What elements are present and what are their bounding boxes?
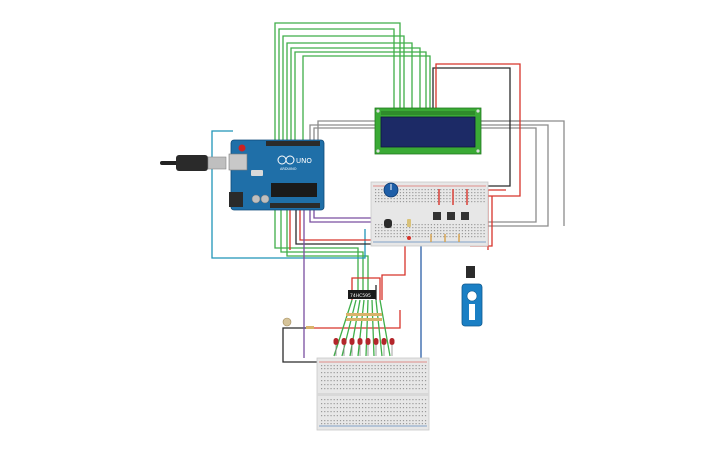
red-led[interactable] <box>389 338 395 356</box>
led-row[interactable] <box>333 338 395 356</box>
atmega-chip <box>271 183 317 197</box>
red-led[interactable] <box>381 338 387 356</box>
usb-cable[interactable] <box>160 155 227 171</box>
shift-register-74hc595[interactable]: 74HC595 <box>348 290 376 299</box>
push-button-2[interactable] <box>447 212 455 220</box>
red-led[interactable] <box>357 338 363 356</box>
push-buttons[interactable] <box>433 212 469 220</box>
red-led[interactable] <box>349 338 355 356</box>
red-led[interactable] <box>373 338 379 356</box>
red-led[interactable] <box>365 338 371 356</box>
small-resistor <box>407 219 411 227</box>
breadboard-bottom[interactable] <box>316 357 430 431</box>
green-wires-lcd[interactable] <box>274 22 431 143</box>
lcd-display[interactable] <box>374 107 482 155</box>
shift-register-label: 74HC595 <box>350 293 371 299</box>
reset-button[interactable] <box>238 144 246 152</box>
arduino-board-label: UNO <box>296 157 312 165</box>
arduino-uno[interactable]: UNO ARDUINO <box>228 139 325 211</box>
purple-wires[interactable] <box>303 210 384 358</box>
green-wires-shift[interactable] <box>274 178 369 290</box>
red-led[interactable] <box>341 338 347 356</box>
photoresistor[interactable] <box>282 317 292 327</box>
green-wires-leds[interactable] <box>333 299 391 357</box>
potentiometer[interactable] <box>383 182 399 198</box>
push-button-3[interactable] <box>461 212 469 220</box>
power-jack <box>229 192 243 207</box>
breadboard-bottom-holes <box>321 365 427 425</box>
servo-motor[interactable] <box>461 266 483 327</box>
resistors-top <box>430 189 468 242</box>
teal-wire[interactable] <box>211 130 366 259</box>
resistor-row <box>346 313 382 321</box>
arduino-brand-label: ARDUINO <box>280 167 297 171</box>
usb-jack <box>228 153 248 171</box>
push-button-1[interactable] <box>433 212 441 220</box>
resistor-photo <box>306 326 314 329</box>
temperature-sensor[interactable] <box>384 219 392 228</box>
red-led[interactable] <box>333 338 339 356</box>
led-small-top <box>407 236 411 240</box>
lcd-screen <box>380 116 476 148</box>
